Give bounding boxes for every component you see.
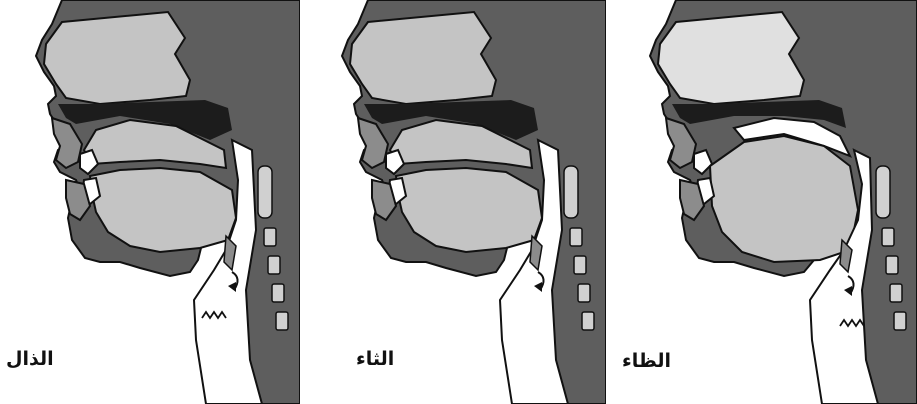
vocal-tract-diagram-tha bbox=[306, 0, 606, 404]
nasal-cavity bbox=[44, 12, 190, 104]
vocal-tract-diagram-dhal bbox=[0, 0, 300, 404]
vocal-tract-panel-dhal: الذال bbox=[0, 0, 300, 404]
tongue bbox=[710, 136, 858, 262]
nasal-cavity bbox=[658, 12, 804, 104]
nasal-cavity bbox=[350, 12, 496, 104]
phoneme-label-dhal: الذال bbox=[6, 348, 54, 370]
phoneme-label-tha: الثاء bbox=[356, 348, 394, 370]
vocal-tract-panel-dha: الظاء bbox=[614, 0, 917, 404]
vocal-tract-panel-tha: الثاء bbox=[306, 0, 606, 404]
vocal-tract-diagram-dha bbox=[614, 0, 917, 404]
phoneme-label-dha: الظاء bbox=[622, 350, 671, 372]
